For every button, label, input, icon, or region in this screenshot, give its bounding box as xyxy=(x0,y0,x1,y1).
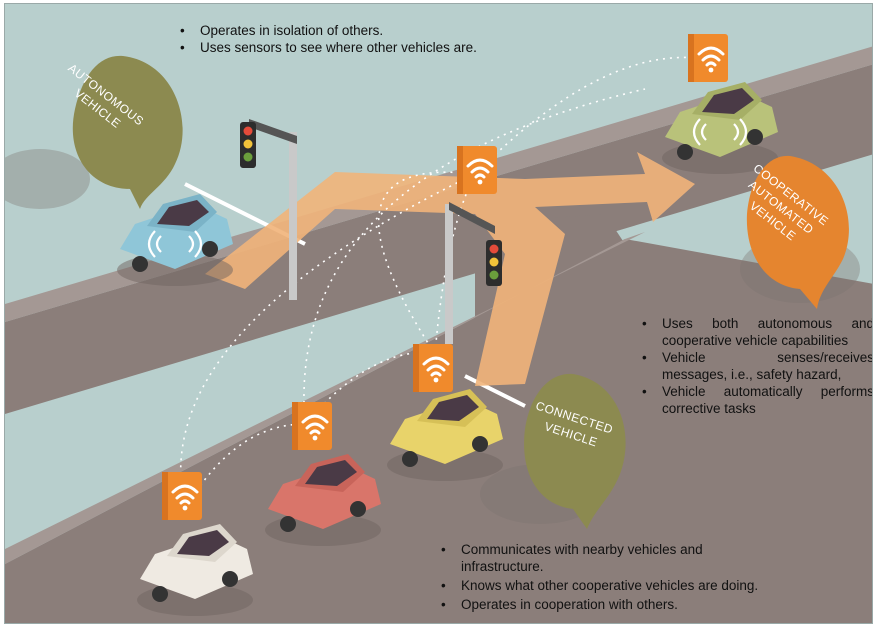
note-item: Uses sensors to see where other vehicles… xyxy=(176,39,488,56)
note-item: Operates in isolation of others. xyxy=(176,22,488,39)
wifi-signal-icon xyxy=(455,144,499,196)
note-item: Communicates with nearby vehicles and in… xyxy=(437,541,761,575)
note-item: Vehicle senses/receives messages, i.e., … xyxy=(638,349,872,383)
note-item: Knows what other cooperative vehicles ar… xyxy=(437,577,832,594)
traffic-light-icon xyxy=(445,202,502,344)
car-icon xyxy=(117,194,233,286)
car-icon xyxy=(265,454,381,546)
car-icon xyxy=(387,389,503,481)
wifi-signal-icon xyxy=(160,470,204,522)
note-item: Vehicle automatically performs correctiv… xyxy=(638,383,872,417)
traffic-light-icon xyxy=(240,119,297,300)
connected-vehicle-bubble: CONNECTED VEHICLE xyxy=(480,373,626,529)
car-icon xyxy=(137,524,253,616)
autonomous-vehicle-bubble: AUTONOMOUS VEHICLE xyxy=(5,55,183,209)
autonomous-notes: Operates in isolation of others. Uses se… xyxy=(176,22,488,56)
scene-illustration: AUTONOMOUS VEHICLE COOPERATIVE AUTOMATED… xyxy=(5,32,872,623)
path-arrow xyxy=(205,152,695,386)
note-item: Operates in cooperation with others. xyxy=(437,596,832,613)
cooperative-notes: Uses both autonomous and cooperative veh… xyxy=(638,315,872,417)
wifi-signal-icon xyxy=(686,32,730,84)
connected-notes: Communicates with nearby vehicles and in… xyxy=(437,541,832,613)
cooperative-vehicle-bubble: COOPERATIVE AUTOMATED VEHICLE xyxy=(740,155,860,309)
wifi-signal-icon xyxy=(290,400,334,452)
car-icon xyxy=(662,82,778,174)
lane-marking xyxy=(464,374,526,408)
diagram-canvas: AUTONOMOUS VEHICLE COOPERATIVE AUTOMATED… xyxy=(4,3,873,624)
note-item: Uses both autonomous and cooperative veh… xyxy=(638,315,872,349)
wifi-signal-icon xyxy=(411,342,455,394)
